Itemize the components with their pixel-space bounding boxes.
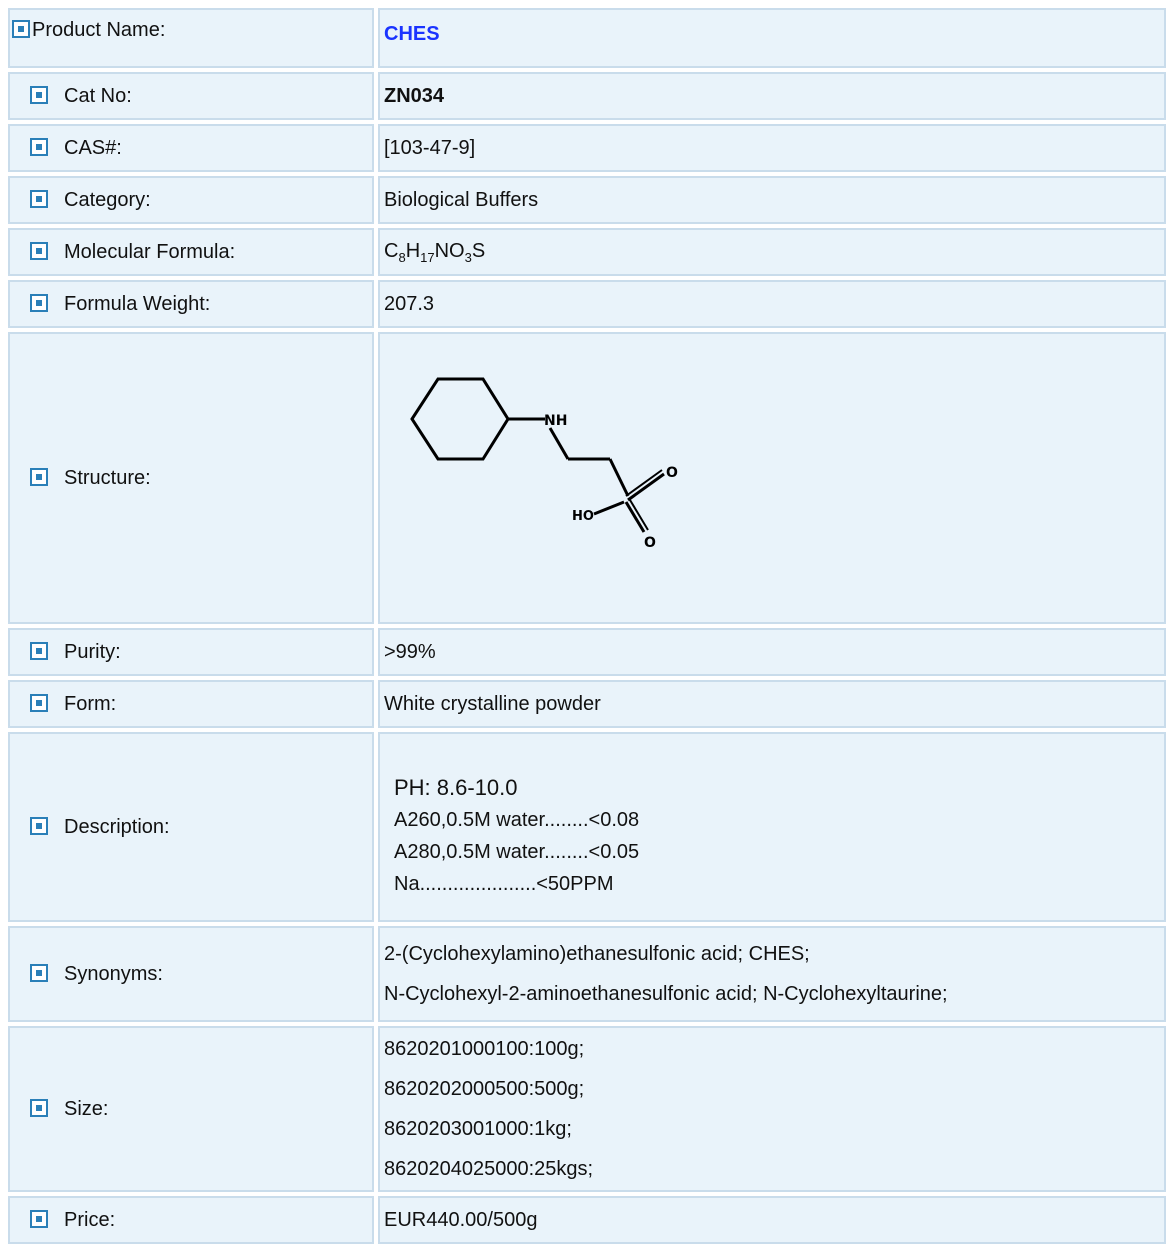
row-cas: CAS#: [103-47-9] [8, 124, 1166, 172]
chemical-structure-image: NH O O HO [410, 377, 678, 551]
row-synonyms: Synonyms: 2-(Cyclohexylamino)ethanesulfo… [8, 926, 1166, 1022]
bullet-icon [30, 694, 48, 712]
value-cell: 207.3 [378, 280, 1166, 328]
value-cell: CHES [378, 8, 1166, 68]
bullet-icon [12, 20, 30, 38]
price-value: EUR440.00/500g [384, 1209, 538, 1231]
svg-text:O: O [644, 535, 656, 551]
row-size: Size: 8620201000100:100g; 8620202000500:… [8, 1026, 1166, 1192]
value-cell: Biological Buffers [378, 176, 1166, 224]
row-cat-no: Cat No: ZN034 [8, 72, 1166, 120]
row-molecular-formula: Molecular Formula: C8H17NO3S [8, 228, 1166, 276]
description-line: Na.....................<50PPM [394, 873, 614, 895]
label-cell: Description: [8, 732, 374, 922]
label-cell: Category: [8, 176, 374, 224]
label-cell: CAS#: [8, 124, 374, 172]
synonyms-label: Synonyms: [64, 963, 163, 985]
product-name-value: CHES [384, 23, 440, 45]
structure-label: Structure: [64, 467, 151, 489]
bullet-icon [30, 138, 48, 156]
value-cell: NH O O HO [378, 332, 1166, 624]
value-cell: >99% [378, 628, 1166, 676]
row-price: Price: EUR440.00/500g [8, 1196, 1166, 1244]
label-cell: Form: [8, 680, 374, 728]
row-form: Form: White crystalline powder [8, 680, 1166, 728]
row-structure: Structure: NH O O HO [8, 332, 1166, 624]
description-line: PH: 8.6-10.0 [394, 775, 518, 800]
price-label: Price: [64, 1209, 116, 1231]
size-line: 8620204025000:25kgs; [384, 1158, 594, 1180]
label-cell: Formula Weight: [8, 280, 374, 328]
label-cell: Synonyms: [8, 926, 374, 1022]
weight-value: 207.3 [384, 293, 435, 315]
bullet-icon [30, 964, 48, 982]
bullet-icon [30, 1099, 48, 1117]
synonym-line: N-Cyclohexyl-2-aminoethanesulfonic acid;… [384, 983, 948, 1005]
bullet-icon [30, 190, 48, 208]
category-label: Category: [64, 189, 151, 211]
cat-no-label: Cat No: [64, 85, 132, 107]
value-cell: 8620201000100:100g; 8620202000500:500g; … [378, 1026, 1166, 1192]
label-cell: Molecular Formula: [8, 228, 374, 276]
bullet-icon [30, 817, 48, 835]
description-line: A280,0.5M water........<0.05 [394, 841, 640, 863]
category-value: Biological Buffers [384, 189, 539, 211]
svg-text:HO: HO [572, 509, 594, 524]
size-line: 8620201000100:100g; [384, 1038, 585, 1060]
size-line: 8620203001000:1kg; [384, 1118, 572, 1140]
row-product-name: Product Name: CHES [8, 8, 1166, 68]
row-category: Category: Biological Buffers [8, 176, 1166, 224]
value-cell: C8H17NO3S [378, 228, 1166, 276]
bullet-icon [30, 468, 48, 486]
cas-value: [103-47-9] [384, 137, 476, 159]
bullet-icon [30, 294, 48, 312]
description-line: A260,0.5M water........<0.08 [394, 809, 640, 831]
product-name-label: Product Name: [32, 19, 166, 41]
bullet-icon [30, 642, 48, 660]
label-cell: Structure: [8, 332, 374, 624]
cas-label: CAS#: [64, 137, 122, 159]
label-cell: Product Name: [8, 8, 374, 68]
value-cell: White crystalline powder [378, 680, 1166, 728]
weight-label: Formula Weight: [64, 293, 211, 315]
label-cell: Purity: [8, 628, 374, 676]
form-label: Form: [64, 693, 117, 715]
bullet-icon [30, 242, 48, 260]
description-label: Description: [64, 816, 170, 838]
row-description: Description: PH: 8.6-10.0 A260,0.5M wate… [8, 732, 1166, 922]
label-cell: Price: [8, 1196, 374, 1244]
purity-value: >99% [384, 641, 436, 663]
cat-no-value: ZN034 [384, 85, 445, 107]
value-cell: PH: 8.6-10.0 A260,0.5M water........<0.0… [378, 732, 1166, 922]
synonym-line: 2-(Cyclohexylamino)ethanesulfonic acid; … [384, 943, 810, 965]
size-line: 8620202000500:500g; [384, 1078, 585, 1100]
purity-label: Purity: [64, 641, 121, 663]
value-cell: EUR440.00/500g [378, 1196, 1166, 1244]
row-purity: Purity: >99% [8, 628, 1166, 676]
form-value: White crystalline powder [384, 693, 601, 715]
svg-text:NH: NH [544, 413, 567, 429]
value-cell: ZN034 [378, 72, 1166, 120]
size-label: Size: [64, 1098, 109, 1120]
value-cell: [103-47-9] [378, 124, 1166, 172]
product-spec-table: Product Name: CHES Cat No: ZN034 CAS#: [… [4, 4, 1166, 1248]
label-cell: Size: [8, 1026, 374, 1192]
row-formula-weight: Formula Weight: 207.3 [8, 280, 1166, 328]
label-cell: Cat No: [8, 72, 374, 120]
bullet-icon [30, 86, 48, 104]
value-cell: 2-(Cyclohexylamino)ethanesulfonic acid; … [378, 926, 1166, 1022]
formula-label: Molecular Formula: [64, 241, 236, 263]
formula-value: C8H17NO3S [384, 239, 486, 265]
svg-text:O: O [666, 465, 678, 481]
bullet-icon [30, 1210, 48, 1228]
